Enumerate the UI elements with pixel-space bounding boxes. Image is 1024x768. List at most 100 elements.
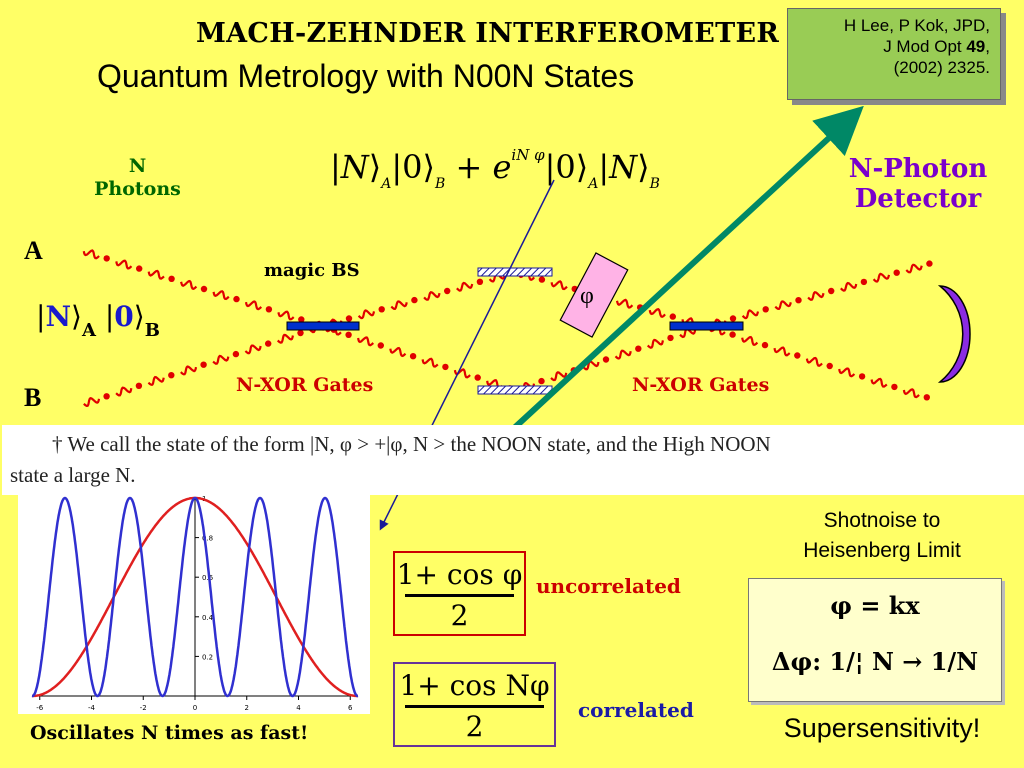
plot-y-tick-label: 0.2 — [202, 653, 213, 661]
beam-photon-dot — [103, 255, 110, 262]
beam-wave-segment — [423, 290, 441, 301]
beam-photon-dot — [135, 382, 143, 389]
ket-sub-a2: A — [588, 176, 599, 192]
beam-photon-dot — [538, 377, 545, 385]
oscillates-caption: Oscillates N times as fast! — [30, 722, 309, 744]
beam-photon-dot — [298, 316, 305, 323]
beam-photon-dot — [200, 361, 207, 368]
ket-sub-a: A — [381, 176, 392, 192]
beam-photon-dot — [411, 296, 418, 304]
beam-wave-segment — [244, 344, 262, 355]
slide-title: MACH-ZEHNDER INTERFEROMETER — [196, 18, 780, 49]
beam-photon-dot — [377, 342, 384, 349]
beam-wave-segment — [774, 300, 792, 311]
input-state: |N⟩A |0⟩B — [36, 300, 160, 341]
beam-wave-segment — [421, 357, 439, 368]
beam-photon-dot — [474, 374, 481, 381]
beam-photon-dot — [232, 350, 240, 358]
n-photons-line1: N — [128, 155, 147, 177]
beam-wave-segment — [147, 375, 165, 386]
beam-wave-segment — [180, 365, 198, 376]
beam-photon-dot — [860, 278, 868, 286]
beam-photon-dot — [926, 260, 933, 267]
beam-wave-segment — [550, 371, 568, 382]
correlated-denominator: 2 — [465, 710, 484, 743]
beam-photon-dot — [538, 276, 546, 283]
reference-arrow — [509, 105, 864, 433]
ket-bar: | — [330, 148, 341, 186]
ket-exp-base: e — [492, 148, 512, 186]
plot-x-tick-label: 2 — [245, 704, 249, 712]
beam-photon-dot — [729, 315, 737, 322]
beam-photon-dot — [136, 265, 143, 272]
beam-wave-segment — [550, 280, 568, 291]
beam-photon-dot — [233, 295, 240, 303]
beam-wave-segment — [453, 368, 471, 379]
beam-wave-segment — [840, 281, 858, 292]
plot-x-tick-label: -4 — [88, 704, 96, 712]
beam-wave-segment — [870, 377, 888, 388]
beam-wave-segment — [741, 335, 759, 346]
plot-y-tick-label: 0.8 — [202, 535, 213, 543]
slide-subtitle: Quantum Metrology with N00N States — [97, 58, 635, 94]
ket-sub-b: B — [435, 176, 446, 192]
input-bar: | — [36, 300, 46, 333]
beam-photon-dot — [345, 331, 352, 338]
uncorrelated-denominator: 2 — [450, 599, 469, 632]
beam-wave-segment — [389, 346, 407, 358]
beam-wave-segment — [357, 336, 375, 347]
plot-y-tick-label: 0.6 — [202, 574, 214, 582]
beam-wave-segment — [212, 354, 230, 365]
input-bar-2: | — [95, 300, 115, 333]
beam-photon-dot — [200, 285, 208, 293]
phase-plate — [559, 252, 629, 338]
beam-wave-segment — [115, 386, 133, 397]
beam-photon-dot — [858, 373, 866, 380]
ket-plus: + — [445, 148, 493, 186]
ket-zero: |0⟩ — [391, 148, 436, 186]
input-n: N — [45, 300, 72, 333]
beam-wave-segment — [277, 310, 295, 321]
top-mirror — [477, 267, 553, 277]
plot-x-tick-label: 6 — [348, 704, 353, 712]
beam-wave-segment — [357, 309, 376, 320]
beam-wave-segment — [456, 281, 474, 292]
beam-wave-segment — [115, 259, 133, 270]
uncorrelated-formula: 1+ cos φ 2 — [393, 551, 526, 636]
beam-photon-dot — [762, 306, 769, 313]
footnote-line1: † We call the state of the form |N, φ > … — [52, 432, 771, 456]
beam-photon-dot — [297, 329, 304, 337]
footnote-strip: † We call the state of the form |N, φ > … — [2, 425, 1024, 495]
beam-photon-dot — [635, 345, 642, 352]
beam-wave-segment — [773, 346, 791, 357]
ket-n-2: N — [609, 148, 638, 186]
bottom-mirror — [477, 385, 553, 395]
ket-rangle: ⟩ — [368, 148, 382, 186]
beam-photon-dot — [345, 315, 353, 322]
beam-photon-dot — [761, 341, 769, 349]
plot-x-tick-label: -6 — [36, 704, 44, 712]
correlated-label: correlated — [578, 698, 694, 722]
input-rangle: ⟩ — [71, 300, 82, 333]
phase-symbol: φ — [580, 283, 594, 309]
input-sub-a: A — [81, 320, 96, 341]
phase-equation: φ = kx — [830, 591, 920, 620]
uncorrelated-numerator: 1+ cos φ — [396, 558, 523, 591]
beam-photon-dot — [442, 363, 449, 371]
beam-wave-segment — [276, 333, 294, 344]
beam-photon-dot — [795, 297, 802, 304]
reference-journal: J Mod Opt — [883, 37, 967, 56]
beam-photon-dot — [669, 313, 676, 320]
reference-volume: 49 — [966, 37, 986, 56]
ket-zero-2: |0⟩ — [544, 148, 589, 186]
ket-exponent: iN φ — [511, 146, 545, 164]
beam-photon-dot — [826, 362, 833, 370]
beam-wave-segment — [615, 298, 634, 309]
fast-oscillation-series — [31, 496, 359, 698]
nxor-gates-left-label: N-XOR Gates — [236, 374, 374, 396]
input-zero: 0 — [114, 300, 134, 333]
beam-photon-dot — [409, 353, 417, 360]
beam-photon-dot — [444, 287, 451, 295]
correlated-formula: 1+ cos Nφ 2 — [393, 662, 556, 747]
